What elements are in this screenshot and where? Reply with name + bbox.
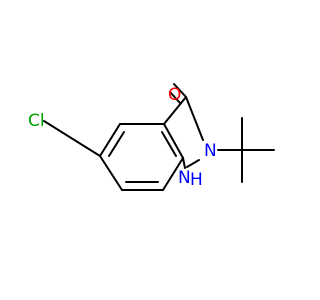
bond-c6-c5 (99, 155, 123, 191)
molecule-diagram: Cl O N N H (28, 83, 275, 191)
double-bond-c3a-c7a (161, 131, 177, 157)
atom-nitrogen-1-hydrogen: H (190, 170, 203, 190)
molecule-structure: Cl O N N H (28, 83, 275, 191)
atom-nitrogen-1: N (178, 168, 191, 188)
bond-c3a-c3 (163, 96, 187, 125)
atom-oxygen: O (168, 85, 181, 105)
bond-n1-c7a (182, 157, 186, 169)
double-bond-c3-o (169, 91, 181, 104)
atom-chlorine: Cl (28, 111, 45, 131)
bond-c7a-c7 (162, 157, 184, 191)
bond-c5-cl (43, 120, 101, 157)
bond-c3a-c7a (163, 123, 184, 159)
bond-c3-n2 (185, 96, 204, 141)
double-bond-c4-c5 (108, 131, 125, 157)
bond-n2-n1 (186, 159, 200, 168)
atom-nitrogen-2: N (204, 141, 217, 161)
bond-c3-o (173, 83, 187, 98)
bond-c5-c4 (99, 123, 121, 157)
